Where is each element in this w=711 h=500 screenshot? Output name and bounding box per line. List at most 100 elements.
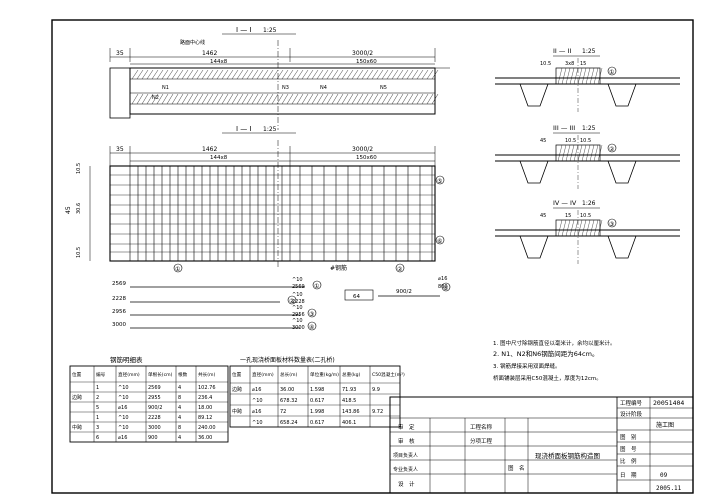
qty-table-cell-3-6: 9.72 — [372, 409, 383, 415]
section-dim-b-2: 10.5 — [565, 138, 576, 144]
rebar-bar-label: #钢筋 — [330, 264, 347, 272]
qty-table-cell-3-5: 143.86 — [342, 409, 360, 415]
bar-table-cell-3-2: 5 — [96, 405, 99, 411]
qty-table-cell-3-4: 1.998 — [310, 409, 324, 415]
notes: 1. 图中尺寸除钢筋直径以毫米计，余均以厘米计。 2. N1、N2和N6钢筋间距… — [493, 339, 616, 382]
dim-3000-2: 3000/2 — [352, 50, 373, 57]
section-label-1: II — II — [553, 47, 571, 55]
n6-mark: ⑥ — [443, 285, 448, 292]
bar-row-dia-3: ^10 — [292, 305, 303, 311]
bar-table-cell-6-5: 4 — [178, 435, 181, 441]
title-block: 工程编号 20051404 审 定 审 核 项目负责人 专业负责人 设 计 工程… — [389, 396, 694, 494]
qty-table-cell-2-2: ^10 — [252, 398, 263, 404]
n6-top-dim: 900/2 — [396, 289, 412, 295]
qty-table-header-4: 单位重(kg/m) — [310, 371, 339, 378]
tb-label-2: 审 核 — [398, 437, 415, 445]
left-dim-3: 45 — [65, 206, 72, 214]
bar-table-cell-4-4: 2228 — [148, 415, 161, 421]
bar-table-header-5: 根数 — [178, 371, 188, 378]
bar-table-cell-2-2: 2 — [96, 395, 99, 401]
section-scale-3: 1:26 — [582, 200, 596, 207]
design-no-label: 工程编号 — [620, 399, 643, 407]
bar-row-circle-4 — [307, 321, 317, 331]
bar-table-header-3: 直径(mm) — [118, 371, 140, 378]
bar-row-circle-2 — [287, 295, 297, 305]
tb-mid-label-1: 工程名称 — [470, 423, 493, 431]
note-1: 1. 图中尺寸除钢筋直径以毫米计，余均以厘米计。 — [493, 339, 616, 347]
bar-row-circle-1 — [312, 280, 322, 290]
rebar-plan-scale: 1:25 — [263, 126, 277, 133]
section-mark-1: ① — [609, 69, 614, 76]
bar-table-cell-6-3: ⌀16 — [118, 435, 127, 441]
bar-table-cell-3-3: ⌀16 — [118, 405, 127, 411]
bar-table-cell-2-5: 8 — [178, 395, 181, 401]
bar-row-len-3: 2956 — [112, 309, 126, 315]
bar-table-cell-4-5: 4 — [178, 415, 181, 421]
rebar-dim-1462: 1462 — [202, 146, 217, 153]
section-label-3: IV — IV — [553, 199, 577, 207]
bar-table-cell-2-6: 236.4 — [198, 395, 212, 401]
bar-table-cell-4-2: 1 — [96, 415, 99, 421]
bar-table-header-6: 共长(m) — [198, 371, 215, 378]
left-dim-1: 10.5 — [76, 163, 82, 174]
bar-table-cell-5-3: ^10 — [118, 425, 129, 431]
tb-right-label-3: 图 号 — [620, 445, 637, 453]
drawing-title: 现浇桥面板钢筋构造图 — [535, 451, 600, 460]
tb-label-5: 设 计 — [398, 480, 415, 488]
qty-table-header-5: 总重(kg) — [342, 371, 361, 378]
tb-label-3: 项目负责人 — [393, 452, 418, 459]
rebar-dim-35: 35 — [116, 146, 124, 153]
bar-row-dia-2: ^10 — [292, 292, 303, 298]
section-dim-a-1: 10.5 — [540, 61, 551, 67]
rebar-dim-144x8: 144x8 — [210, 155, 228, 161]
qty-table: 一孔现浇桥面板材料数量表(二孔桥) 位置直径(mm)总长(m)单位重(kg/m)… — [229, 356, 405, 428]
section-dim-c-3: 10.5 — [580, 213, 591, 219]
qty-table-cell-1-2: ⌀16 — [252, 387, 261, 393]
qty-table-cell-2-5: 418.5 — [342, 398, 356, 404]
bar-table-cell-6-6: 36.00 — [198, 435, 212, 441]
qty-table-cell-1-5: 71.93 — [342, 387, 356, 393]
n5-bend — [344, 289, 374, 301]
tb-label-1: 审 定 — [398, 423, 415, 431]
design-no: 20051404 — [653, 399, 684, 407]
bar-table-cell-1-6: 102.76 — [198, 385, 216, 391]
qty-table-header-1: 位置 — [232, 371, 242, 378]
tb-mid-label-2: 分项工程 — [470, 437, 493, 445]
qty-table-grid: 位置直径(mm)总长(m)单位重(kg/m)总重(kg)C50混凝土(m³)边跨… — [229, 365, 405, 428]
dim-144x8: 144x8 — [210, 59, 228, 65]
bar-table-cell-3-6: 18.00 — [198, 405, 212, 411]
bar-row-mark-2: ② — [289, 298, 295, 305]
qty-table-cell-4-5: 406.1 — [342, 420, 356, 426]
bar-table-header-2: 编号 — [96, 371, 106, 378]
bar-table-cell-2-1: 边跨 — [72, 394, 82, 401]
bar-table-cell-1-3: ^10 — [118, 385, 129, 391]
qty-table-cell-4-3: 658.24 — [280, 420, 298, 426]
qty-table-cell-3-1: 中跨 — [232, 408, 242, 415]
bar-row-mark-1: ① — [314, 283, 319, 290]
bar-table-cell-2-4: 2955 — [148, 395, 161, 401]
bar-table-cell-1-2: 1 — [96, 385, 99, 391]
bar-table-cell-5-4: 3000 — [148, 425, 161, 431]
bar-table-cell-2-3: ^10 — [118, 395, 129, 401]
bar-n5-label: N5 — [380, 85, 387, 91]
slab-hatch — [131, 69, 439, 105]
bar-row-num-1: 2569 — [292, 284, 305, 290]
bar-row-dia-1: ^10 — [292, 277, 303, 283]
n6-dia: ⌀16 — [438, 276, 447, 282]
bar-table-cell-6-2: 6 — [96, 435, 99, 441]
section-dim-c-1: 15 — [580, 61, 586, 67]
qty-table-cell-1-1: 边跨 — [232, 386, 242, 393]
qty-table-cell-1-4: 1.598 — [310, 387, 324, 393]
section-dim-b-3: 15 — [565, 213, 571, 219]
rebar-plan: I — I 1:25 35 1462 144x8 3000/2 150x60 1… — [65, 125, 445, 273]
tb-right-label-2: 图 别 — [620, 433, 637, 441]
qty-table-cell-3-2: ⌀16 — [252, 409, 261, 415]
tb-right-label-5: 日 期 — [620, 472, 637, 479]
section-dim-a-3: 45 — [540, 213, 546, 219]
section-mark-2: ② — [609, 146, 615, 153]
